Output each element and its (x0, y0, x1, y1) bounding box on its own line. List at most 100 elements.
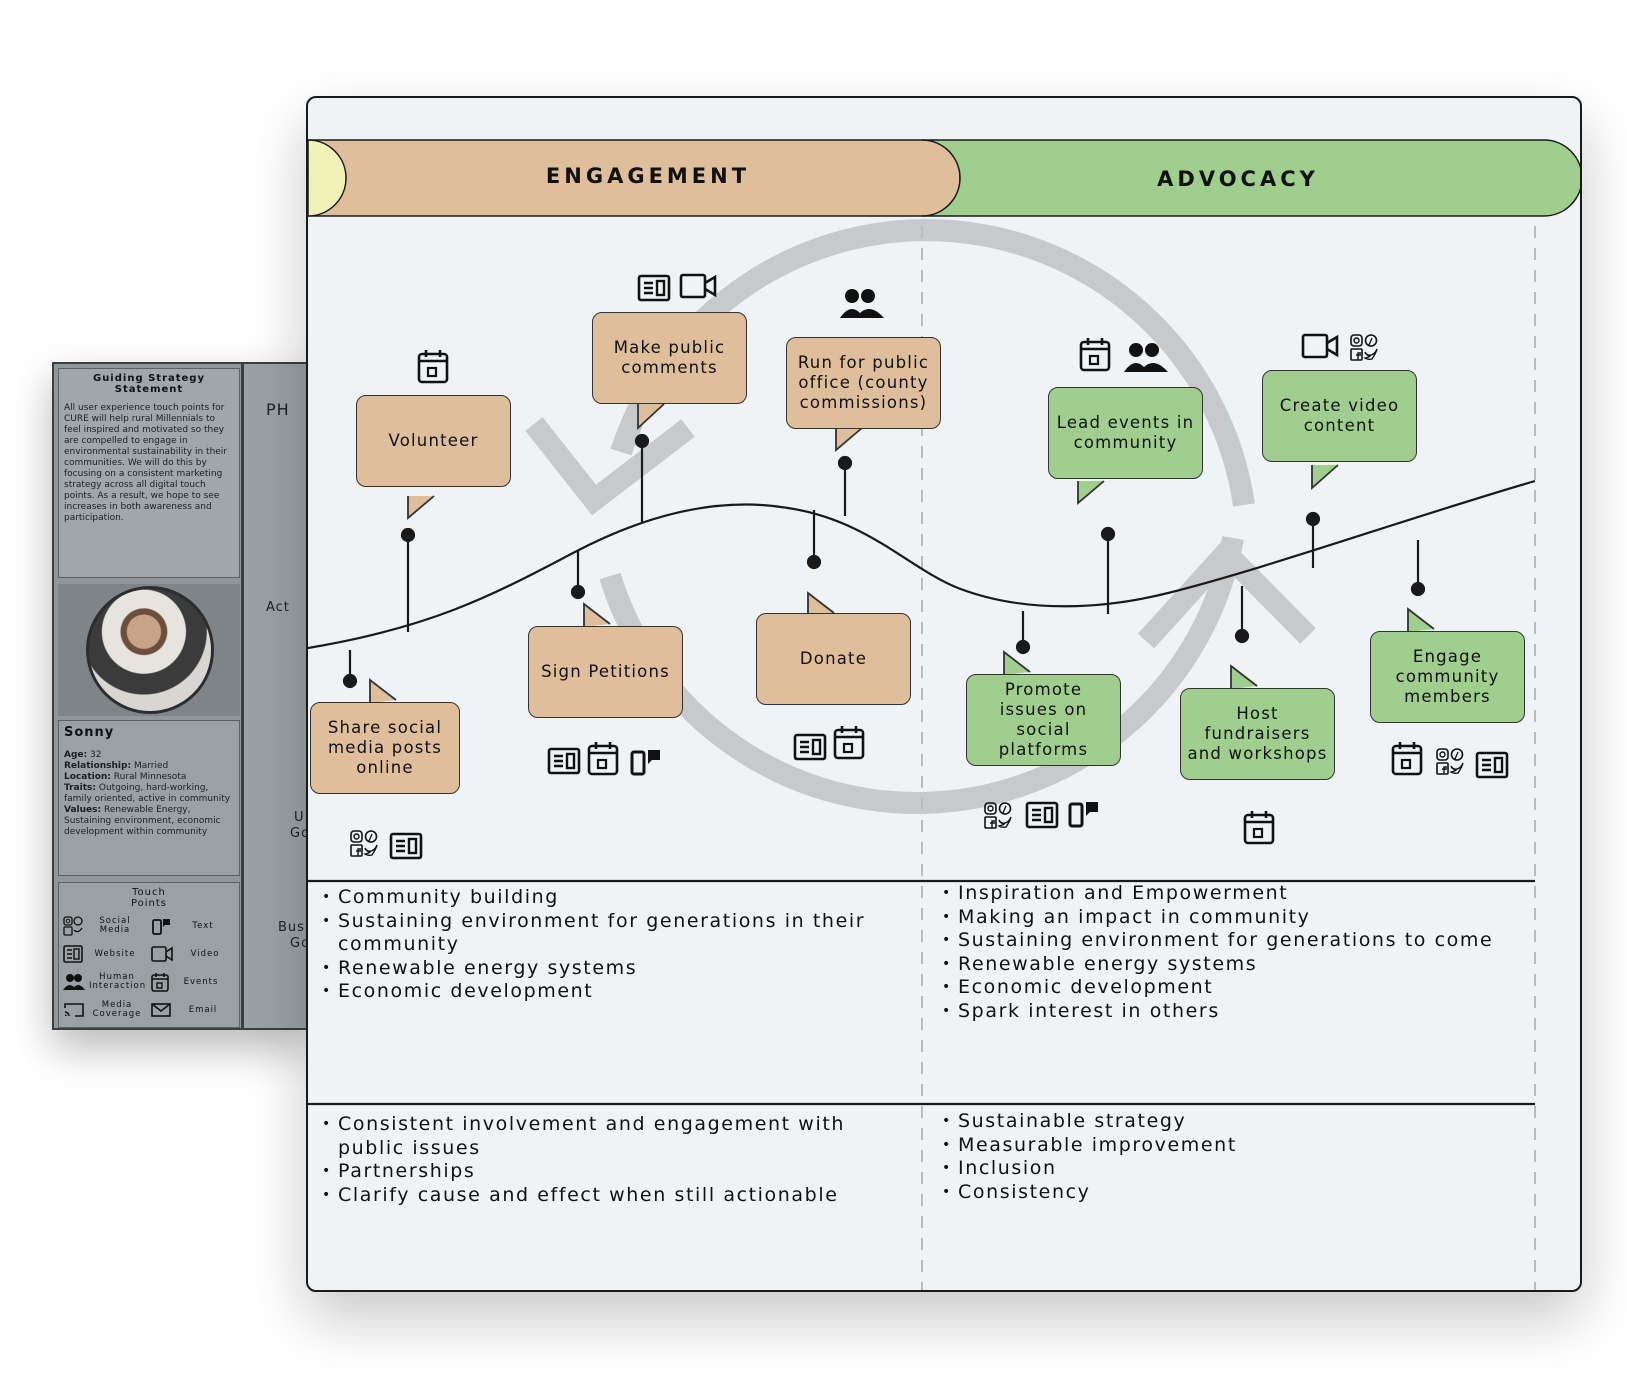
calendar-icon (833, 724, 865, 760)
persona-detail: Location: Rural Minnesota (64, 772, 187, 782)
calendar-icon (1243, 809, 1275, 845)
action-volunteer: Volunteer (356, 395, 511, 487)
persona-name: Sonny (64, 725, 115, 740)
legend-media-coverage: Media Coverage (63, 999, 147, 1021)
legend-video: Video (151, 943, 235, 965)
list-item: Making an impact in community (942, 906, 1522, 930)
journey-curve (308, 479, 1536, 650)
list-item: Measurable improvement (942, 1134, 1522, 1158)
calendar-icon (587, 740, 619, 776)
website-icon (793, 733, 827, 761)
action-sign-petitions: Sign Petitions (528, 626, 683, 718)
list-item: Inspiration and Empowerment (942, 882, 1522, 906)
stage-band-advocacy (921, 139, 1580, 217)
persona-column: Guiding Strategy Statement All user expe… (54, 364, 244, 1028)
action-share-social-media: Share social media posts online (310, 702, 460, 794)
action-create-video: Create video content (1262, 370, 1417, 462)
list-item: Renewable energy systems (942, 953, 1522, 977)
list-item: Inclusion (942, 1157, 1522, 1181)
social-media-icon (350, 830, 378, 857)
website-icon (63, 945, 83, 963)
list-item: Spark interest in others (942, 1000, 1522, 1024)
persona-detail: Relationship: Married (64, 761, 169, 771)
legend-events: Events (151, 971, 235, 993)
legend-social-media: Social Media (63, 915, 147, 937)
row-label-actions: Act (266, 600, 290, 615)
social-media-icon (63, 916, 83, 936)
website-icon (1025, 801, 1059, 829)
legend-email: Email (151, 999, 235, 1021)
row-label-user-goals-2: Go (290, 826, 311, 841)
action-donate: Donate (756, 613, 911, 705)
action-run-for-office: Run for public office (county commission… (786, 337, 941, 429)
touch-points-title: Touch Points (130, 887, 168, 909)
persona-card: Guiding Strategy Statement All user expe… (52, 362, 312, 1030)
website-icon (1475, 751, 1509, 779)
media-coverage-icon (64, 1003, 84, 1017)
list-item: Renewable energy systems (322, 957, 902, 981)
list-item: Sustaining environment for generations i… (322, 910, 902, 957)
text-icon (1068, 800, 1100, 828)
list-item: Consistency (942, 1181, 1522, 1205)
connectors (342, 433, 1426, 689)
text-icon (152, 919, 170, 935)
video-icon (1301, 333, 1339, 359)
list-item: Consistent involvement and engagement wi… (322, 1113, 902, 1160)
action-promote-issues: Promote issues on social platforms (966, 674, 1121, 766)
user-goals-engagement: Community building Sustaining environmen… (322, 886, 902, 1004)
video-icon (151, 946, 173, 962)
list-item: Sustainable strategy (942, 1110, 1522, 1134)
bubble-tails (369, 403, 1435, 703)
website-icon (637, 274, 671, 302)
persona-detail: Traits: Outgoing, hard-working, family o… (64, 783, 231, 804)
legend-human-interaction: Human Interaction (63, 971, 147, 993)
social-media-icon (1436, 748, 1464, 775)
stage-band-prior (308, 139, 347, 217)
action-host-fundraisers: Host fundraisers and workshops (1180, 688, 1335, 780)
calendar-icon (1391, 740, 1423, 776)
stage-label-advocacy: ADVOCACY (1157, 167, 1319, 191)
persona-detail: Values: Renewable Energy, Sustaining env… (64, 805, 221, 837)
website-icon (389, 832, 423, 860)
people-icon (840, 289, 884, 318)
journey-map-card: ENGAGEMENT ADVOCACY Share social media p… (306, 96, 1582, 1292)
persona-bio: Sonny Age: 32 Relationship: Married Loca… (58, 720, 240, 876)
social-media-icon (984, 802, 1012, 829)
list-item: Economic development (322, 980, 902, 1004)
journey-map-graphics (308, 139, 1580, 1290)
guiding-strategy-box: Guiding Strategy Statement All user expe… (58, 368, 240, 578)
business-goals-advocacy: Sustainable strategy Measurable improvem… (942, 1110, 1522, 1204)
touch-points-legend: Touch Points Social Media Text Website V… (58, 882, 240, 1028)
email-icon (151, 1003, 171, 1017)
action-make-public-comments: Make public comments (592, 312, 747, 404)
people-icon (63, 974, 85, 990)
row-label-column: PH Act U Go Bus Go (250, 364, 311, 1028)
business-goals-engagement: Consistent involvement and engagement wi… (322, 1113, 902, 1207)
list-item: Clarify cause and effect when still acti… (322, 1184, 902, 1208)
calendar-icon (151, 973, 169, 992)
list-item: Partnerships (322, 1160, 902, 1184)
text-icon (630, 748, 662, 776)
guiding-strategy-text: All user experience touch points for CUR… (64, 403, 228, 523)
legend-text: Text (151, 915, 235, 937)
social-media-icon (1350, 334, 1378, 361)
row-label-business-goals-2: Go (290, 936, 311, 951)
calendar-icon (1079, 336, 1111, 372)
persona-detail: Age: 32 (64, 750, 102, 760)
user-goals-advocacy: Inspiration and Empowerment Making an im… (942, 882, 1522, 1023)
stage-label-engagement: ENGAGEMENT (545, 164, 751, 188)
row-label-business-goals-1: Bus (278, 920, 305, 935)
list-item: Community building (322, 886, 902, 910)
row-label-phase: PH (266, 400, 290, 419)
website-icon (547, 747, 581, 775)
avatar (86, 586, 214, 714)
video-icon (679, 273, 717, 299)
guiding-strategy-title: Guiding Strategy Statement (92, 373, 205, 395)
legend-website: Website (63, 943, 147, 965)
action-engage-community: Engage community members (1370, 631, 1525, 723)
row-label-user-goals-1: U (294, 810, 305, 825)
action-lead-events: Lead events in community (1048, 387, 1203, 479)
calendar-icon (417, 348, 449, 384)
list-item: Sustaining environment for generations t… (942, 929, 1522, 953)
persona-photo-band (58, 584, 240, 716)
